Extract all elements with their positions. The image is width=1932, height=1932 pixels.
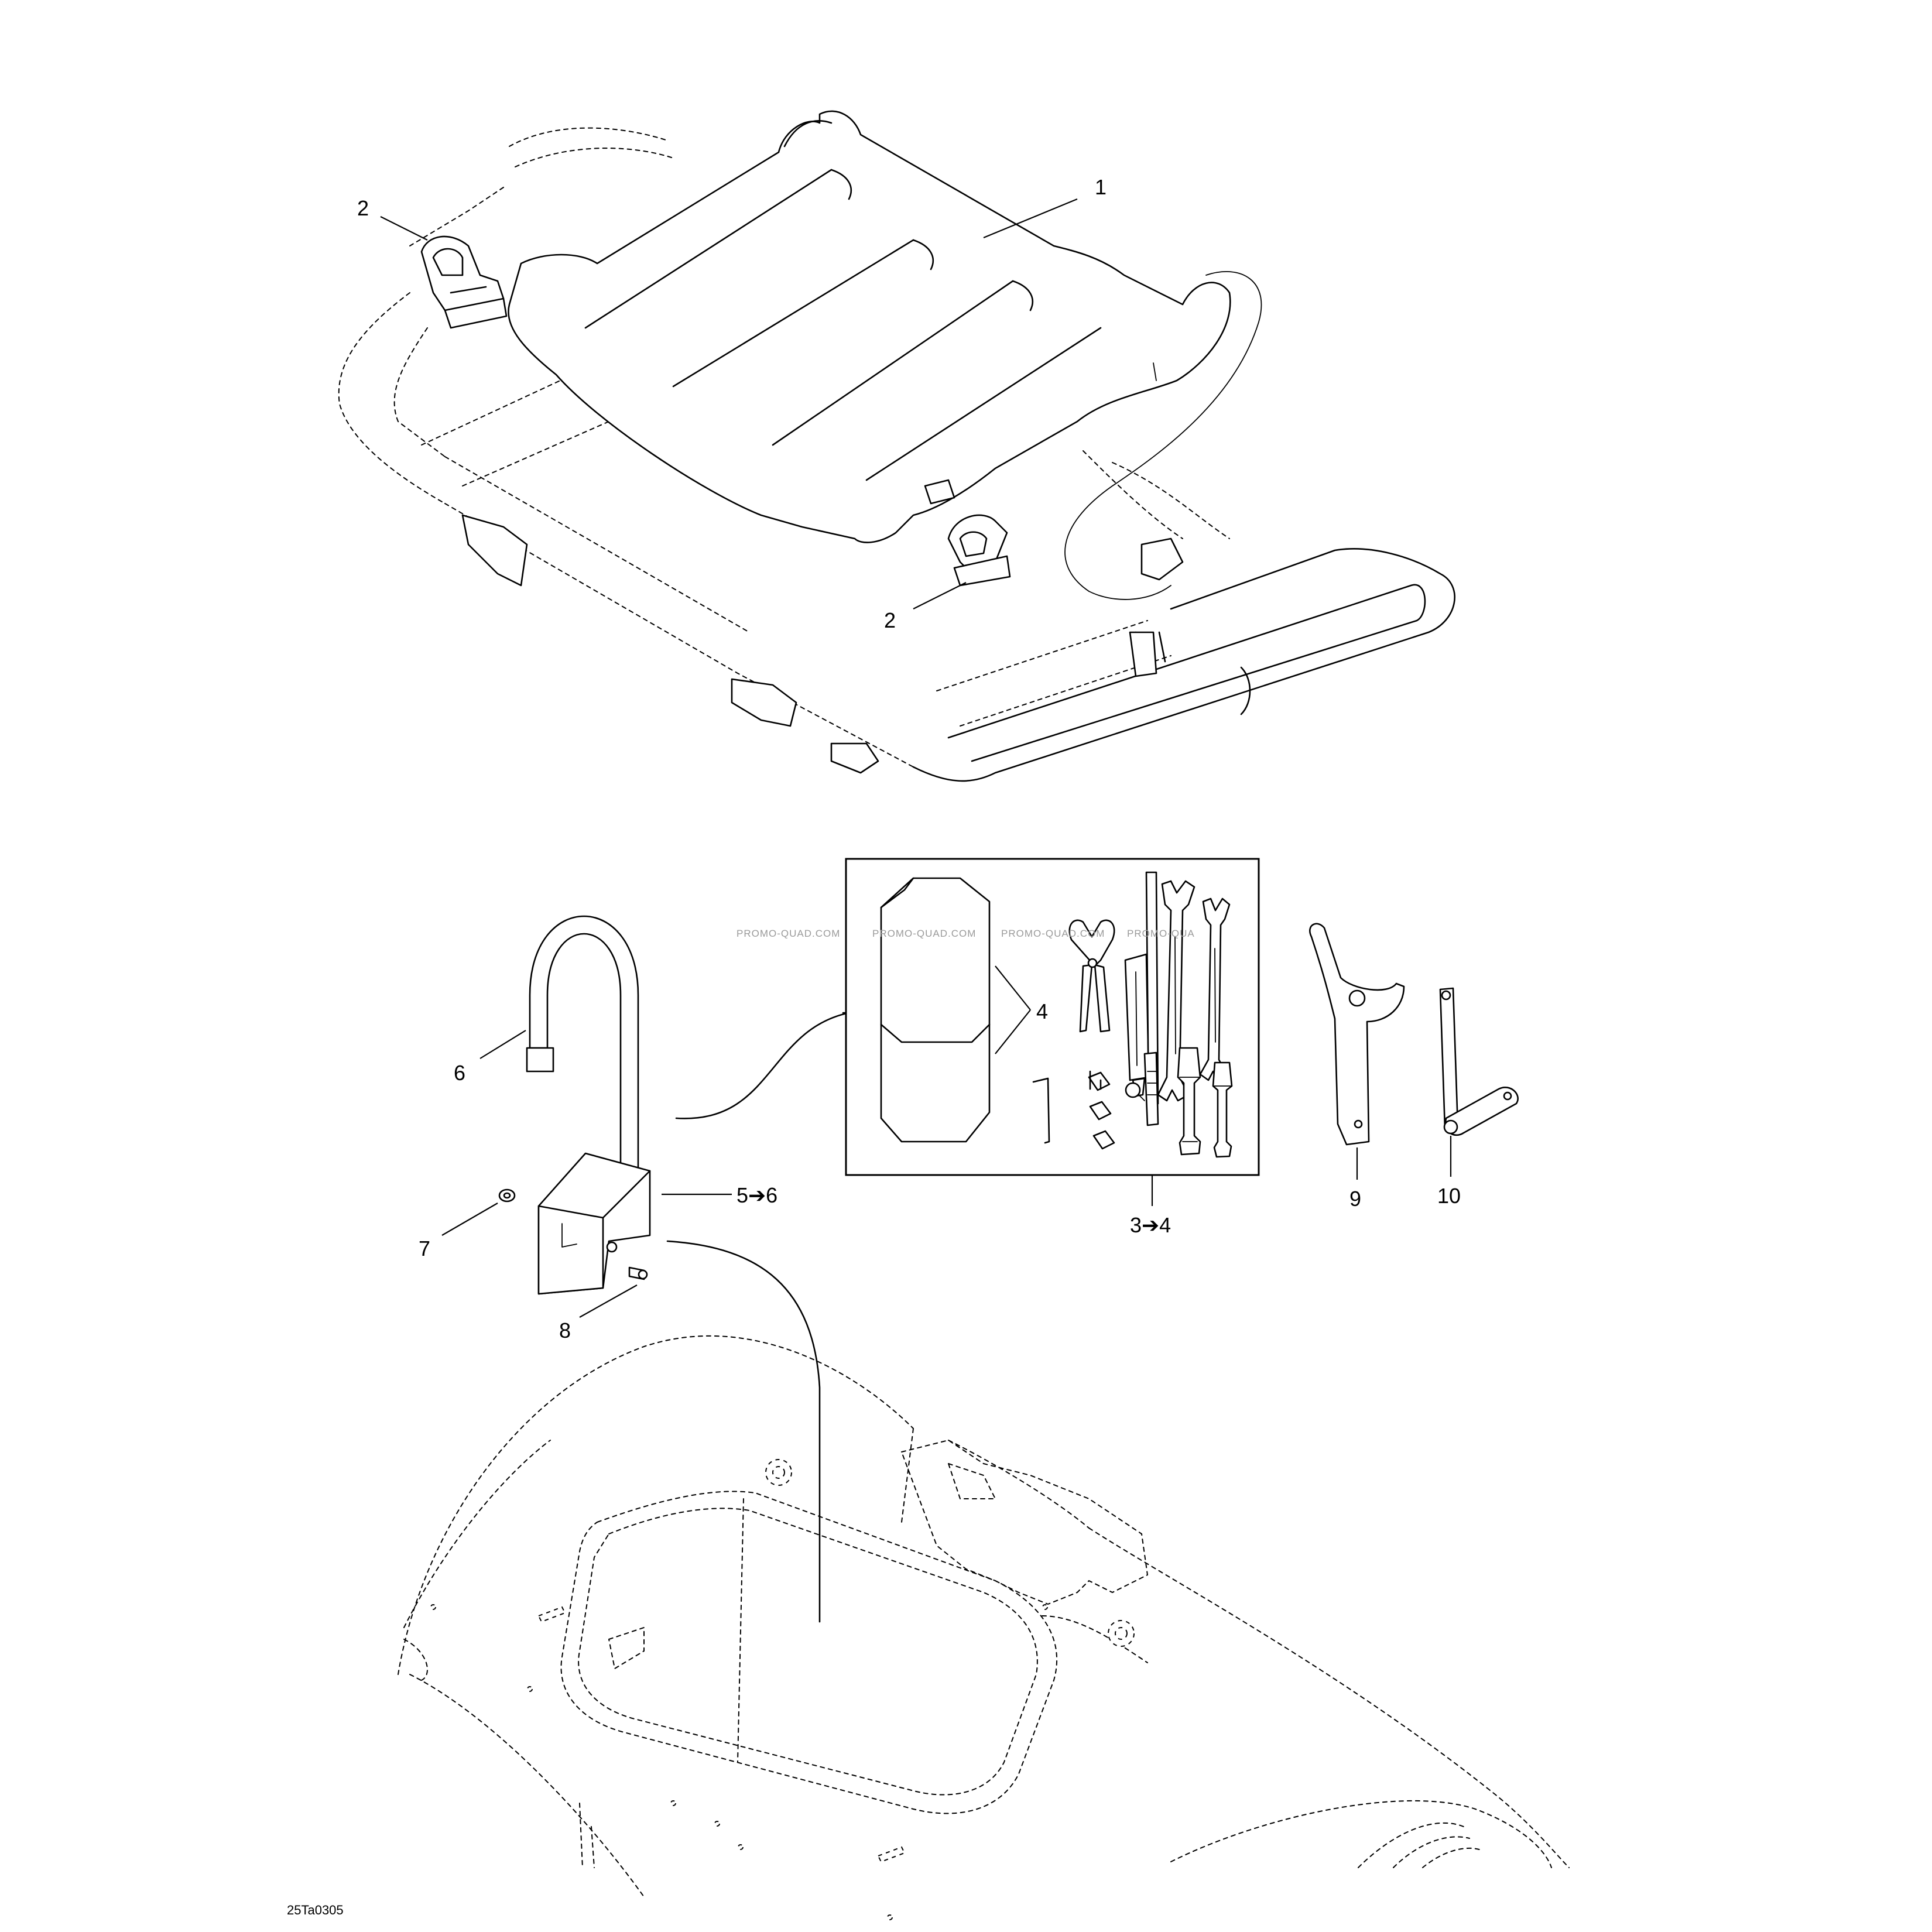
fuses-icon [1088,1070,1115,1150]
socket-small-icon [1212,1061,1233,1158]
socket-large-icon [1177,1047,1201,1156]
rear-rack-assembly [338,110,1455,782]
watermark-1: PROMO-QUAD.COM [737,928,840,939]
callout-7: 7 [419,1236,430,1260]
hook-bottom [947,514,1011,587]
gauge-icon [1125,1051,1159,1126]
watermark-4: PROMO-QUA [1127,928,1195,939]
pliers-icon [1068,919,1115,1033]
watermark-3: PROMO-QUAD.COM [1001,928,1105,939]
callout-6: 6 [454,1061,465,1085]
rear-fender [398,1335,1570,1920]
watermark-2: PROMO-QUAD.COM [872,928,976,939]
callout-10: 10 [1437,1184,1461,1208]
callout-2-left: 2 [357,196,369,220]
callout-4: 4 [1036,999,1048,1023]
callout-1: 1 [1095,175,1107,199]
strap [526,915,639,1195]
hook-left [420,235,508,329]
drawing-code: 25Ta0305 [287,1903,344,1917]
callout-9: 9 [1349,1187,1361,1211]
lever-tool [1439,987,1519,1136]
callout-8: 8 [559,1318,571,1342]
tool-bag [880,877,991,1143]
hex-key-icon [1032,1077,1050,1144]
callout-3: 3➔4 [1130,1213,1171,1237]
callout-2-bottom: 2 [884,608,896,632]
tool-holder [537,1152,651,1295]
screwdriver-icon [1124,953,1150,1097]
callout-5: 5➔6 [737,1183,777,1207]
spanner-wrench [1309,923,1405,1146]
cargo-net [508,110,1231,543]
